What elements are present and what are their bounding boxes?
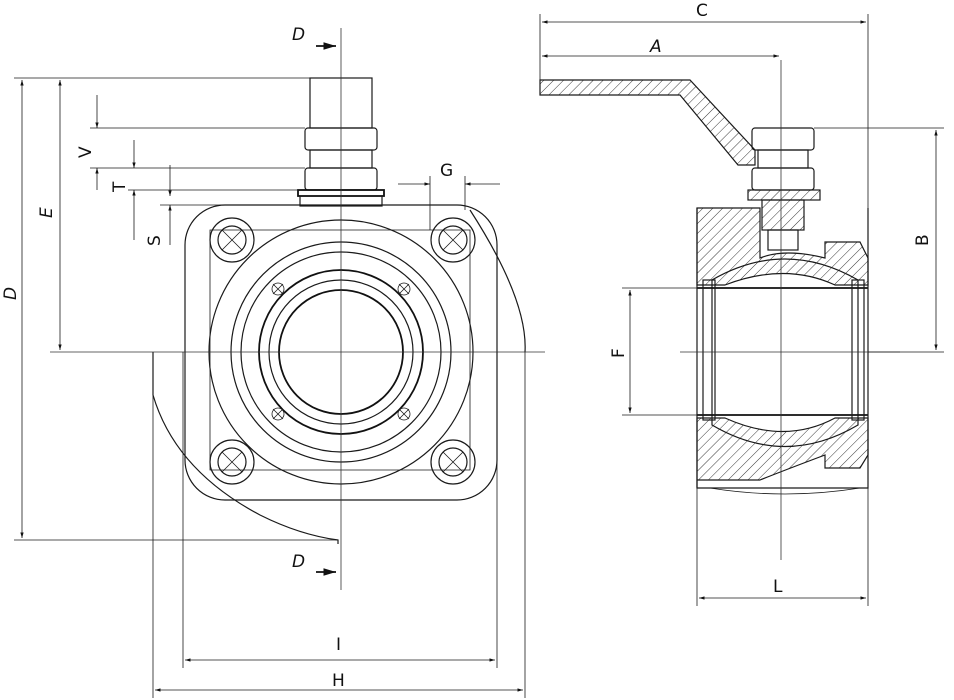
label-d-top: D bbox=[292, 25, 305, 45]
label-e: E bbox=[37, 207, 57, 218]
label-d-vertical: D bbox=[1, 287, 21, 300]
seat-left bbox=[702, 279, 716, 421]
label-b: B bbox=[913, 234, 933, 246]
bolt-hole-br bbox=[430, 439, 476, 485]
ball-outline bbox=[711, 258, 859, 447]
label-t: T bbox=[110, 181, 130, 193]
screw-holes bbox=[271, 282, 411, 421]
bolt-hole-bl bbox=[209, 439, 255, 485]
label-a: A bbox=[649, 37, 662, 57]
side-stem-stack bbox=[747, 127, 821, 251]
body-lower-section bbox=[696, 417, 869, 489]
bolt-hole-tr bbox=[430, 217, 476, 263]
handle-sweep-outline bbox=[152, 352, 339, 544]
handle-lever bbox=[539, 79, 756, 166]
bolt-hole-tl bbox=[209, 217, 255, 263]
label-f: F bbox=[609, 348, 629, 358]
seat-right bbox=[851, 279, 865, 421]
label-h: H bbox=[332, 671, 345, 691]
label-d-bottom: D bbox=[292, 552, 305, 572]
label-l: L bbox=[773, 577, 783, 597]
body-envelope bbox=[696, 208, 869, 489]
label-i: I bbox=[336, 635, 341, 655]
label-s: S bbox=[145, 235, 165, 246]
side-section-view: C A B F L bbox=[539, 1, 944, 606]
label-g: G bbox=[440, 161, 453, 181]
handle-sweep-outline-right bbox=[469, 209, 526, 353]
front-view: D D D E V T S G bbox=[1, 25, 545, 698]
label-c: C bbox=[696, 1, 708, 21]
label-v: V bbox=[76, 146, 96, 158]
flange-plate-inner bbox=[209, 229, 471, 471]
